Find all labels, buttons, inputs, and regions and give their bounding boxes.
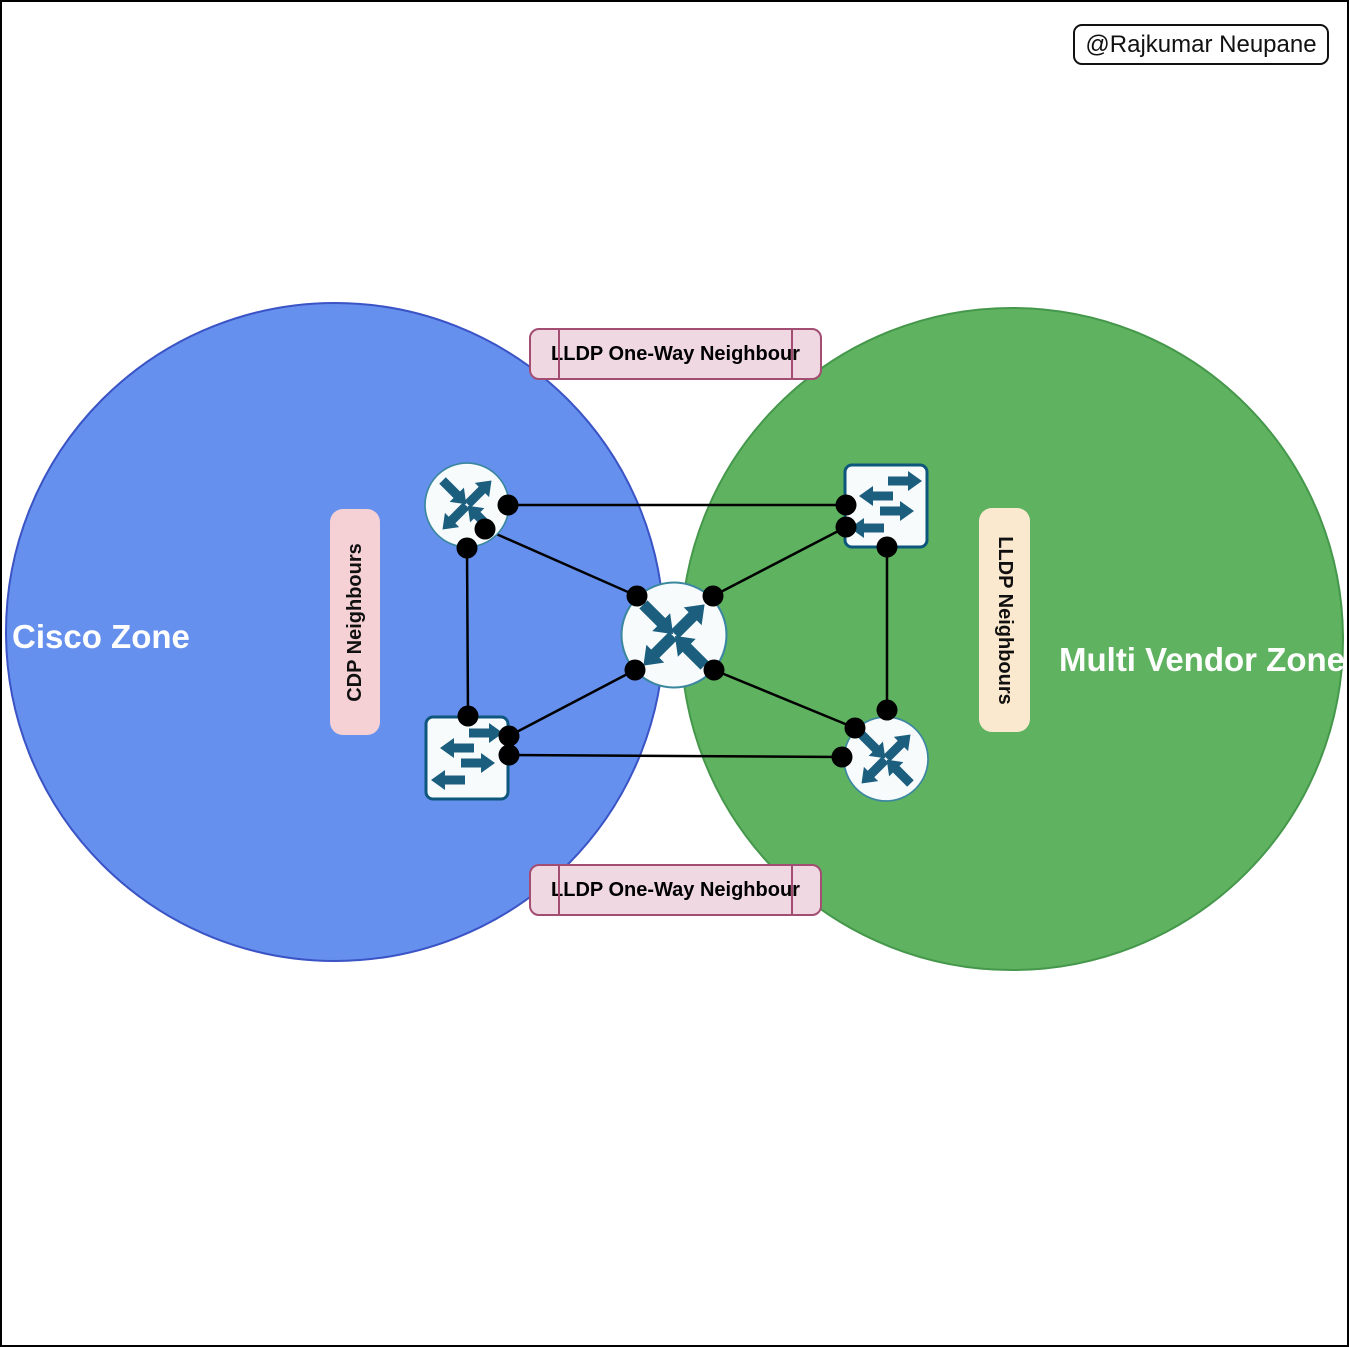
link-router-top-left-router-center — [484, 527, 638, 598]
connection-dot — [831, 746, 853, 768]
banner-label: LLDP One-Way Neighbour — [551, 342, 800, 365]
banner-divider — [791, 866, 793, 914]
link-router-center-switch-bottom-left — [508, 668, 636, 738]
banner-divider — [558, 330, 560, 378]
link-switch-bottom-left-router-bottom-right — [508, 753, 843, 759]
author-badge: @Rajkumar Neupane — [1073, 24, 1329, 65]
banner-divider — [791, 330, 793, 378]
switch-bottom-left — [426, 717, 508, 799]
author-badge-text: @Rajkumar Neupane — [1085, 30, 1317, 58]
connection-dot — [702, 585, 724, 607]
connection-dot — [835, 516, 857, 538]
cisco-zone-title: Cisco Zone — [12, 618, 190, 655]
switch-icon — [426, 717, 508, 799]
link-router-center-router-bottom-right — [713, 668, 856, 730]
link-router-top-left-switch-bottom-left — [465, 547, 470, 717]
link-switch-top-right-router-center — [712, 525, 847, 598]
connection-dot — [498, 725, 520, 747]
connection-dot — [844, 717, 866, 739]
connection-dots — [456, 494, 898, 768]
connection-dot — [457, 705, 479, 727]
lldp-one-way-banner-top: LLDP One-Way Neighbour — [529, 328, 822, 380]
connection-dot — [876, 536, 898, 558]
connection-dot — [835, 494, 857, 516]
connection-dot — [624, 659, 646, 681]
lldp-one-way-banner-bottom: LLDP One-Way Neighbour — [529, 864, 822, 916]
router-top-left — [425, 463, 509, 547]
multi-vendor-zone-title: Multi Vendor Zone — [1059, 641, 1345, 678]
connection-dot — [456, 537, 478, 559]
cdp-neighbours-text: CDP Neighbours — [343, 542, 366, 702]
switch-icon — [845, 465, 927, 547]
connection-dot — [498, 744, 520, 766]
lldp-neighbours-text: LLDP Neighbours — [994, 535, 1016, 705]
connection-dot — [703, 659, 725, 681]
lldp-neighbours-label: LLDP Neighbours — [979, 508, 1030, 732]
router-icon — [425, 463, 509, 547]
connection-dot — [497, 494, 519, 516]
connection-dot — [474, 518, 496, 540]
connection-dot — [876, 699, 898, 721]
links — [465, 503, 889, 759]
banner-divider — [558, 866, 560, 914]
switch-top-right — [845, 465, 927, 547]
connection-dot — [626, 585, 648, 607]
banner-label: LLDP One-Way Neighbour — [551, 878, 800, 901]
cdp-neighbours-label: CDP Neighbours — [330, 509, 380, 735]
